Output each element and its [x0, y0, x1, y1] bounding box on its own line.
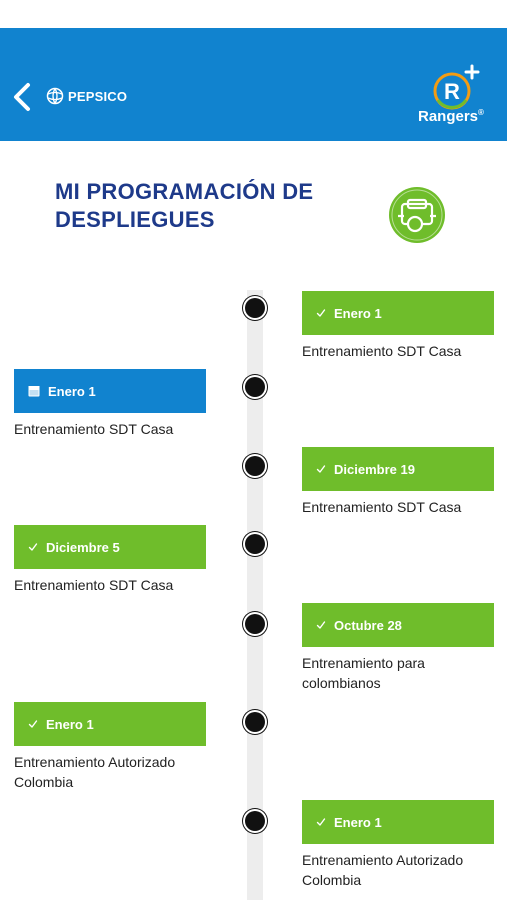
timeline-track	[247, 290, 263, 900]
timeline-event[interactable]: Enero 1 Entrenamiento SDT Casa	[14, 369, 206, 439]
event-date: Enero 1	[48, 383, 96, 399]
globe-icon	[46, 87, 64, 105]
event-date-pill[interactable]: Enero 1	[302, 291, 494, 335]
timeline-dot	[245, 534, 265, 554]
event-date-pill[interactable]: Octubre 28	[302, 603, 494, 647]
event-date-pill[interactable]: Enero 1	[302, 800, 494, 844]
brand-name: PEPSICO	[68, 88, 128, 104]
timeline-event[interactable]: Diciembre 19 Entrenamiento SDT Casa	[302, 447, 494, 517]
timeline-dot	[245, 298, 265, 318]
rangers-letter: R	[444, 79, 460, 104]
rangers-badge-icon: R	[433, 64, 480, 110]
calendar-icon	[28, 385, 40, 397]
event-description: Entrenamiento SDT Casa	[14, 421, 174, 437]
timeline-dot	[245, 614, 265, 634]
event-date: Enero 1	[334, 814, 382, 830]
back-button[interactable]	[8, 80, 36, 114]
event-description: Entrenamiento Autorizado Colombia	[302, 852, 464, 888]
event-description: Entrenamiento SDT Casa	[302, 343, 462, 359]
event-date: Diciembre 19	[334, 461, 415, 477]
timeline-event[interactable]: Octubre 28 Entrenamiento para colombianos	[302, 603, 494, 693]
timeline-dot	[245, 811, 265, 831]
check-icon	[316, 817, 326, 827]
event-date: Octubre 28	[334, 617, 402, 633]
rangers-logo: R Rangers®	[414, 64, 500, 130]
check-icon	[316, 620, 326, 630]
timeline-dot	[245, 456, 265, 476]
event-date: Enero 1	[46, 716, 94, 732]
check-icon	[316, 464, 326, 474]
rangers-wordmark: Rangers®	[418, 108, 484, 125]
timeline-event[interactable]: Diciembre 5 Entrenamiento SDT Casa	[14, 525, 206, 595]
deployment-icon	[388, 186, 446, 244]
event-date: Diciembre 5	[46, 539, 120, 555]
timeline-dot	[245, 377, 265, 397]
timeline-event[interactable]: Enero 1 Entrenamiento Autorizado Colombia	[302, 800, 494, 890]
timeline-dot	[245, 712, 265, 732]
chevron-left-icon	[14, 83, 30, 111]
event-date-pill[interactable]: Diciembre 5	[14, 525, 206, 569]
event-date-pill[interactable]: Enero 1	[14, 369, 206, 413]
app-header	[0, 28, 507, 141]
timeline-event[interactable]: Enero 1 Entrenamiento SDT Casa	[302, 291, 494, 361]
event-description: Entrenamiento SDT Casa	[14, 577, 174, 593]
pepsico-logo: PEPSICO	[46, 84, 127, 108]
event-description: Entrenamiento SDT Casa	[302, 499, 462, 515]
event-date-pill[interactable]: Enero 1	[14, 702, 206, 746]
check-icon	[28, 719, 38, 729]
event-date-pill[interactable]: Diciembre 19	[302, 447, 494, 491]
check-icon	[316, 308, 326, 318]
timeline-event[interactable]: Enero 1 Entrenamiento Autorizado Colombia	[14, 702, 206, 792]
event-description: Entrenamiento Autorizado Colombia	[14, 754, 176, 790]
check-icon	[28, 542, 38, 552]
event-date: Enero 1	[334, 305, 382, 321]
event-description: Entrenamiento para colombianos	[302, 655, 425, 691]
page-title: MI PROGRAMACIÓN DE DESPLIEGUES	[55, 179, 314, 232]
